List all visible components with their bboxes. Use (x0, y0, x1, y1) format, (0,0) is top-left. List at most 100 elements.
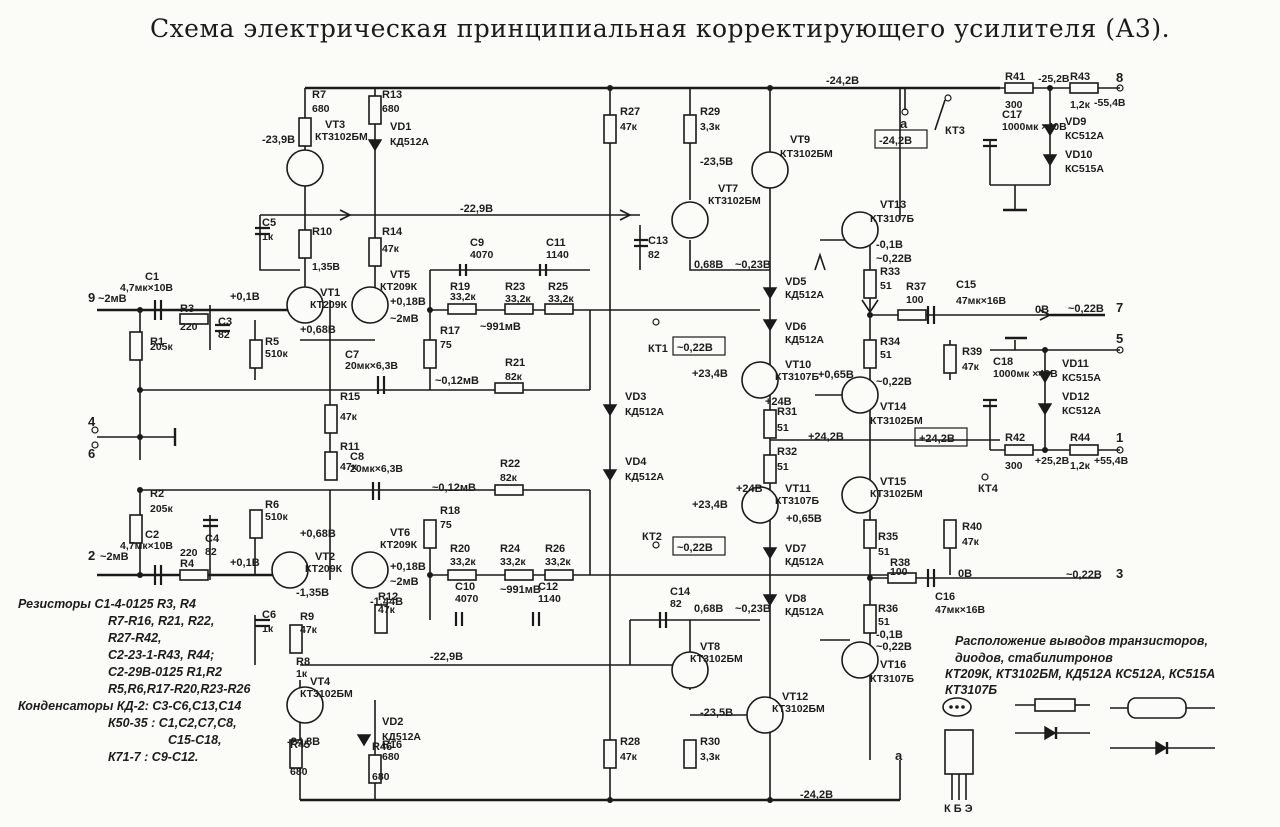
resistor-r44-ref: R44 (1070, 432, 1091, 444)
zener-body-icon (1127, 697, 1187, 719)
resistor-r43-value: 1,2к (1070, 99, 1091, 111)
capacitor-c2-value: 4,7мк×10В (120, 540, 173, 552)
resistor-r1-value: 205к (150, 341, 174, 353)
transistor-vt5-ref: VT5 (390, 269, 410, 281)
legend-line-1: Резисторы С1-4-0125 R3, R4 (18, 597, 196, 611)
transistor-vt4-ref: VT4 (310, 676, 331, 688)
pin-5: 5 (1116, 331, 1123, 346)
legend-line-4: С2-23-1-R43, R44; (108, 648, 214, 662)
transistor-vt1-type: КТ209К (310, 299, 348, 311)
component-labels: R1205кR2205кR3220R4220R5510кR6510кR7680R… (120, 71, 1104, 783)
diode-symbols (356, 124, 1058, 747)
resistor-r19-ref: R19 (450, 281, 470, 293)
resistor-r15-value: 47к (340, 411, 358, 423)
resistor-r14-value: 47к (382, 243, 400, 255)
diode-vd3-ref: VD3 (625, 391, 646, 403)
v-022-a: ~0,22В (876, 253, 912, 265)
diode-vd12-type: КС512А (1062, 405, 1101, 417)
resistor-r40-value: 47к (962, 536, 980, 548)
pinout-parts-2: КТ3107Б (945, 683, 997, 697)
resistor-r45-value: 680 (290, 766, 308, 778)
arrow-up-1 (814, 252, 826, 271)
transistor-vt14-type: КТ3102БМ (870, 415, 923, 427)
capacitor-symbols (153, 138, 997, 628)
resistor-r16-value: 680 (382, 751, 400, 763)
v-25-2-neg: -25,2В (1038, 73, 1070, 85)
kt3-box (874, 129, 928, 149)
v-01-top: -0,1В (876, 239, 903, 251)
diode-vd2-type: КД512А (382, 731, 421, 743)
resistor-r30-ref: R30 (700, 736, 720, 748)
resistor-r11-value: 47к (340, 461, 358, 473)
resistor-r5-value: 510к (265, 348, 289, 360)
capacitor-c9-value: 4070 (470, 249, 494, 261)
resistor-r46-ref: R46 (372, 741, 392, 753)
diode-vd5-type: КД512А (785, 289, 824, 301)
transistor-vt3-type: КТ3102БМ (315, 131, 368, 143)
diode-vd1-ref: VD1 (390, 121, 411, 133)
legend-line-5: С2-29В-0125 R1,R2 (108, 665, 222, 679)
capacitor-c9-ref: C9 (470, 237, 484, 249)
diode-vd7-type: КД512А (785, 556, 824, 568)
pin-6: 6 (88, 446, 95, 461)
diode-vd8-type: КД512А (785, 606, 824, 618)
resistor-r28-value: 47к (620, 751, 638, 763)
resistor-r28-ref: R28 (620, 736, 640, 748)
diode-symbol-icon (1044, 725, 1057, 741)
transistor-vt15-ref: VT15 (880, 476, 906, 488)
transistor-vt6-ref: VT6 (390, 527, 410, 539)
kt2-box (672, 536, 726, 556)
resistor-r35-value: 51 (878, 546, 890, 558)
v-0-68-bottom: +0,68В (300, 528, 336, 540)
pinout-heading-1: Расположение выводов транзисторов, (955, 634, 1208, 648)
pinout-pins: К Б Э (944, 803, 973, 815)
transistor-vt16-type: КТ3107Б (870, 673, 914, 685)
capacitor-c3-value: 82 (218, 329, 230, 341)
capacitor-c5-value: 1к (262, 231, 274, 243)
resistor-r7-ref: R7 (312, 89, 326, 101)
page-title: Схема электрическая принципиальная корре… (149, 14, 1171, 43)
resistor-r31-value: 51 (777, 422, 789, 434)
resistor-r21-ref: R21 (505, 357, 525, 369)
diode-vd11-ref: VD11 (1062, 358, 1089, 370)
v-2mv-top: ~2мВ (390, 313, 419, 325)
power-rails (300, 86, 1000, 802)
resistor-r46-value: 680 (372, 771, 390, 783)
resistor-r33-ref: R33 (880, 266, 900, 278)
resistor-r30-value: 3,3к (700, 751, 721, 763)
diode-vd7-ref: VD7 (785, 543, 806, 555)
capacitor-c18-value: 1000мк ×40В (993, 368, 1058, 380)
capacitor-c16-ref: C16 (935, 591, 955, 603)
resistor-r21-value: 82к (505, 371, 523, 383)
resistor-r1-ref: R1 (150, 336, 164, 348)
resistor-r18-ref: R18 (440, 505, 460, 517)
resistor-r19-value: 33,2к (450, 291, 476, 303)
v-0-18-top: +0,18В (390, 296, 426, 308)
resistor-r7-value: 680 (312, 103, 330, 115)
diode-vd1-type: КД512А (390, 136, 429, 148)
v-065-bottom: +0,65В (786, 513, 822, 525)
legend-line-9: С15-С18, (168, 733, 222, 747)
resistor-r9-ref: R9 (300, 611, 314, 623)
v-012-top: ~0,12мВ (435, 375, 479, 387)
diode-vd5-ref: VD5 (785, 276, 806, 288)
capacitor-c8-ref: C8 (350, 451, 364, 463)
resistor-r17-ref: R17 (440, 325, 460, 337)
resistor-r42-ref: R42 (1005, 432, 1025, 444)
diode-vd10-ref: VD10 (1065, 149, 1093, 161)
v-012-bottom: ~0,12мВ (432, 482, 476, 494)
diode-vd8-ref: VD8 (785, 593, 806, 605)
kt2-value: ~0,22В (677, 542, 713, 554)
diode-vd11-type: КС515А (1062, 372, 1101, 384)
resistor-r15-ref: R15 (340, 391, 360, 403)
diode-vd9-ref: VD9 (1065, 116, 1086, 128)
resistor-r16-ref: R16 (382, 739, 402, 751)
v-023-bottom: ~0,23В (735, 603, 771, 615)
resistor-r45-ref: R45 (290, 739, 310, 751)
resistor-r33-value: 51 (880, 280, 892, 292)
arrow-top-1 (339, 209, 352, 221)
capacitor-c7-ref: C7 (345, 349, 359, 361)
v-991-bottom: ~991мВ (500, 584, 541, 596)
capacitor-c6-value: 1к (262, 623, 274, 635)
transistor-vt13-type: КТ3107Б (870, 213, 914, 225)
